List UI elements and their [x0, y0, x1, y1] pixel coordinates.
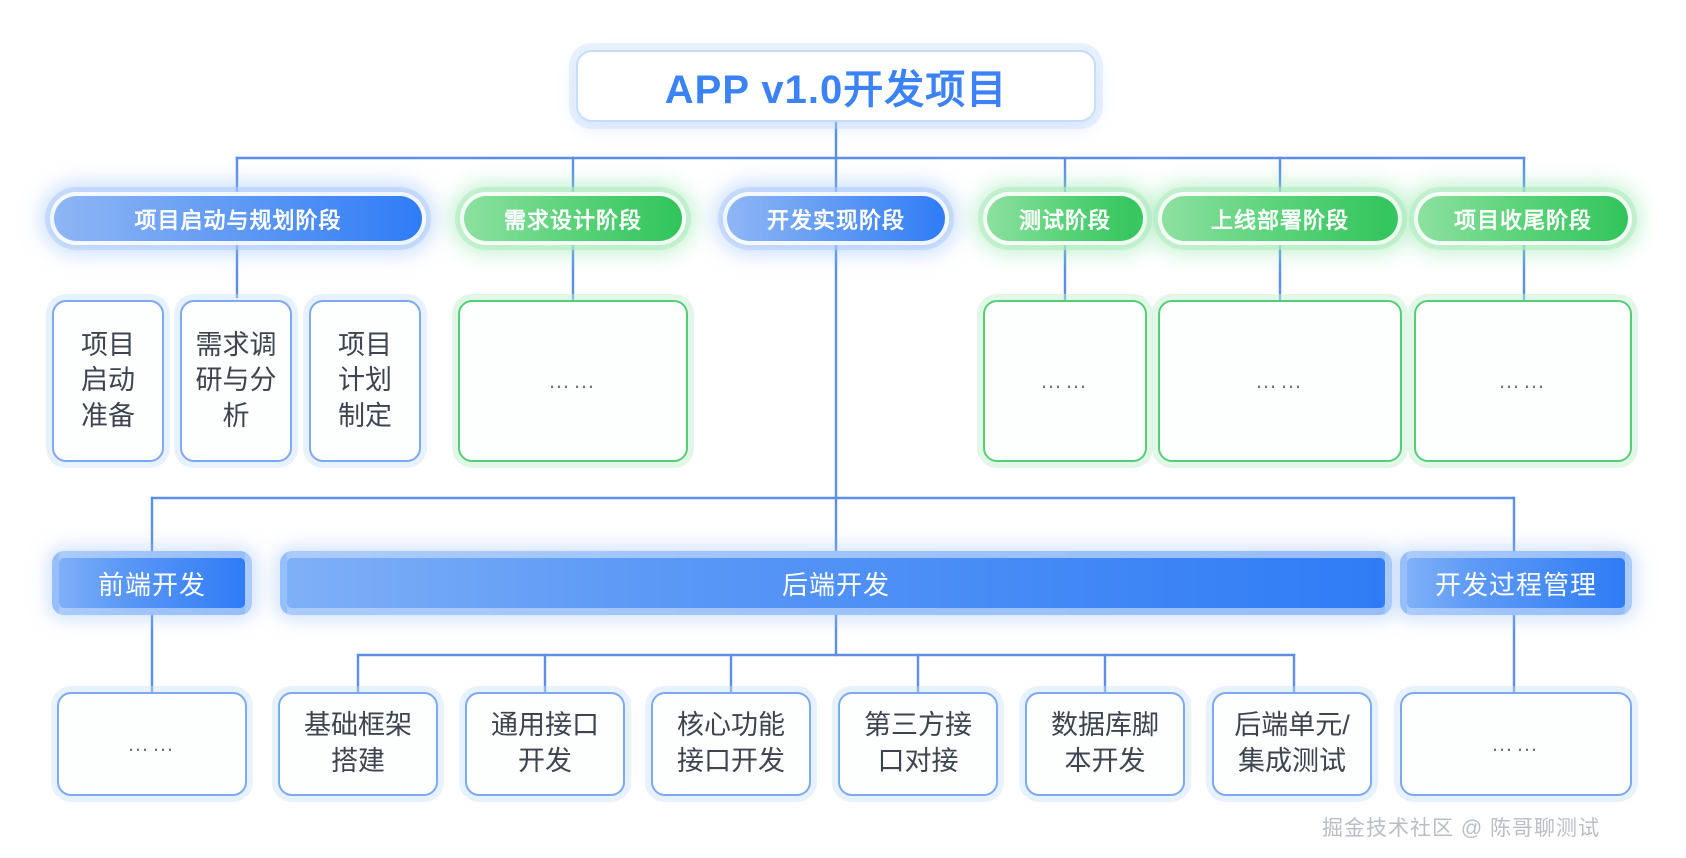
- leaf-label: 基础框架搭建: [304, 710, 412, 776]
- phase-label-1: 项目启动与规划阶段: [134, 207, 342, 233]
- watermark: 掘金技术社区 @ 陈哥聊测试: [1322, 812, 1600, 842]
- leaf-label: 需求调研与分析: [195, 329, 277, 431]
- leaf-deploy-more[interactable]: ……: [1158, 300, 1402, 462]
- phase-node-2[interactable]: 需求设计阶段: [460, 192, 686, 245]
- phase-label-4: 测试阶段: [1018, 207, 1111, 233]
- leaf-label: 通用接口开发: [491, 710, 599, 776]
- leaf-test-more[interactable]: ……: [983, 300, 1147, 462]
- leaf-label: 第三方接口对接: [864, 710, 972, 776]
- leaf-closure-more[interactable]: ……: [1414, 300, 1632, 462]
- dev-band-label: 前端开发: [97, 569, 206, 600]
- root-node[interactable]: APP v1.0开发项目: [576, 50, 1096, 122]
- dev-leaf-core-api[interactable]: 核心功能接口开发: [651, 692, 811, 796]
- leaf-label: 核心功能接口开发: [677, 710, 785, 776]
- phase-label-3: 开发实现阶段: [766, 207, 905, 233]
- leaf-label: ……: [1491, 731, 1541, 757]
- phase-node-5[interactable]: 上线部署阶段: [1158, 192, 1402, 245]
- dev-band-frontend[interactable]: 前端开发: [52, 551, 252, 615]
- leaf-label: ……: [1040, 368, 1090, 394]
- watermark-text: 掘金技术社区 @ 陈哥聊测试: [1322, 817, 1600, 840]
- dev-leaf-unit-test[interactable]: 后端单元/集成测试: [1212, 692, 1372, 796]
- leaf-project-plan[interactable]: 项目计划制定: [309, 300, 421, 462]
- leaf-label: ……: [127, 731, 177, 757]
- phase-node-1[interactable]: 项目启动与规划阶段: [50, 192, 426, 245]
- dev-leaf-common-api[interactable]: 通用接口开发: [465, 692, 625, 796]
- leaf-label: ……: [1498, 368, 1548, 394]
- phase-node-3[interactable]: 开发实现阶段: [723, 192, 949, 245]
- leaf-label: ……: [1255, 368, 1305, 394]
- leaf-label: 后端单元/集成测试: [1234, 710, 1350, 776]
- dev-band-process-mgmt[interactable]: 开发过程管理: [1400, 551, 1632, 615]
- dev-leaf-process-more[interactable]: ……: [1400, 692, 1632, 796]
- leaf-project-kickoff[interactable]: 项目启动准备: [52, 300, 164, 462]
- leaf-requirement-research[interactable]: 需求调研与分析: [180, 300, 292, 462]
- leaf-label: 数据库脚本开发: [1051, 710, 1159, 776]
- dev-band-label: 后端开发: [781, 569, 890, 600]
- dev-leaf-framework[interactable]: 基础框架搭建: [278, 692, 438, 796]
- phase-label-2: 需求设计阶段: [503, 207, 642, 233]
- phase-label-6: 项目收尾阶段: [1453, 207, 1592, 233]
- dev-band-label: 开发过程管理: [1434, 569, 1597, 600]
- root-label: APP v1.0开发项目: [664, 68, 1008, 112]
- leaf-label: ……: [548, 368, 598, 394]
- phase-label-5: 上线部署阶段: [1210, 207, 1349, 233]
- dev-leaf-third-party[interactable]: 第三方接口对接: [838, 692, 998, 796]
- phase-node-6[interactable]: 项目收尾阶段: [1414, 192, 1632, 245]
- phase-node-4[interactable]: 测试阶段: [983, 192, 1147, 245]
- leaf-label: 项目计划制定: [338, 329, 392, 431]
- dev-band-backend[interactable]: 后端开发: [280, 551, 1392, 615]
- leaf-label: 项目启动准备: [81, 329, 135, 431]
- dev-leaf-db-script[interactable]: 数据库脚本开发: [1025, 692, 1185, 796]
- dev-leaf-frontend-more[interactable]: ……: [57, 692, 247, 796]
- leaf-design-more[interactable]: ……: [458, 300, 688, 462]
